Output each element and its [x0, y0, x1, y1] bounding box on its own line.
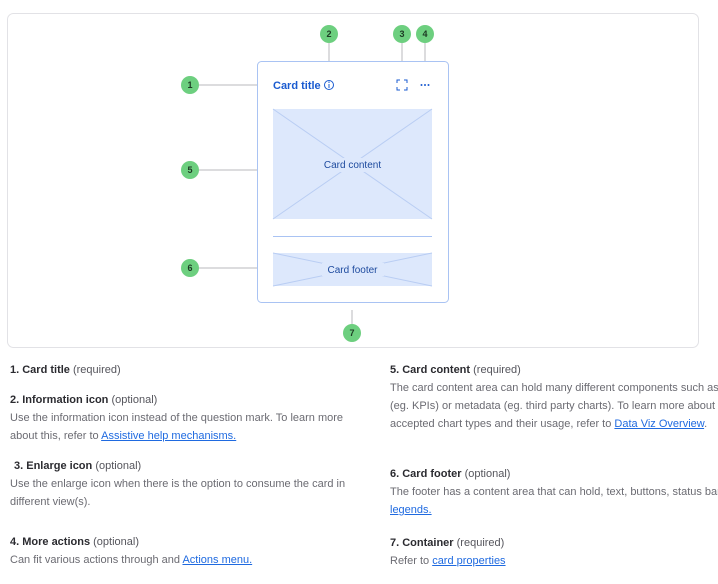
item-description: Refer to card properties	[390, 552, 718, 570]
card-anatomy-diagram: Card title Card content Card footer 1 2 3 4…	[7, 13, 699, 348]
link[interactable]: Data Viz Overview	[614, 418, 705, 430]
description-item: 3. Enlarge icon (optional) Use the enlarg…	[10, 457, 370, 511]
description-text: Refer to	[390, 555, 433, 567]
card-title: Card title	[273, 80, 321, 92]
card-footer-label: Card footer	[327, 265, 378, 276]
description-text: Use the enlarge icon when there is the o…	[10, 478, 346, 508]
svg-text:5: 5	[187, 165, 192, 175]
item-heading: 1. Card title (required)	[10, 361, 370, 379]
svg-text:7: 7	[349, 328, 354, 338]
link[interactable]: Assistive help mechanisms.	[101, 430, 237, 442]
link[interactable]: Actions menu.	[182, 554, 253, 566]
more-actions-icon	[420, 84, 430, 86]
marker-6: 6	[181, 259, 199, 277]
description-item: 7. Container (required)Refer to card pro…	[390, 534, 718, 570]
item-description: Can fit various actions through and Acti…	[10, 551, 370, 569]
item-heading: 5. Card content (required)	[390, 361, 718, 379]
item-title: 1. Card title	[10, 364, 70, 376]
item-heading: 4. More actions (optional)	[10, 533, 370, 551]
description-text: Use the information icon instead of the …	[10, 412, 344, 442]
item-title: 5. Card content	[390, 364, 471, 376]
description-item: 4. More actions (optional)Can fit variou…	[10, 533, 370, 569]
item-description: Use the enlarge icon when there is the o…	[10, 475, 370, 511]
enlarge-icon	[396, 79, 408, 91]
link[interactable]: card properties	[432, 555, 506, 567]
item-heading: 3. Enlarge icon (optional)	[10, 457, 370, 475]
card-footer-area: Card footer	[272, 252, 433, 287]
item-heading: 6. Card footer (optional)	[390, 465, 718, 483]
item-tag: (optional)	[111, 394, 158, 406]
svg-text:2: 2	[326, 29, 331, 39]
description-text: The card content area can hold many diff…	[390, 382, 718, 430]
item-tag: (required)	[72, 364, 121, 376]
item-heading: 2. Information icon (optional)	[10, 391, 370, 409]
item-tag: (required)	[456, 537, 505, 549]
card-content-label: Card content	[324, 160, 381, 171]
marker-5: 5	[181, 161, 199, 179]
item-tag: (optional)	[95, 460, 142, 472]
marker-7: 7	[343, 324, 361, 342]
svg-text:4: 4	[422, 29, 427, 39]
card-content-area: Card content	[272, 108, 433, 220]
marker-1: 1	[181, 76, 199, 94]
description-item: 1. Card title (required)	[10, 361, 370, 379]
description-item: 5. Card content (required) The card conte…	[390, 361, 718, 433]
svg-text:3: 3	[399, 29, 404, 39]
item-description: The card content area can hold many diff…	[390, 379, 718, 433]
marker-4: 4	[416, 25, 434, 43]
item-description: The footer has a content area that can h…	[390, 483, 718, 519]
description-item: 6. Card footer (optional) The footer has …	[390, 465, 718, 519]
item-tag: (required)	[473, 364, 521, 376]
item-tag: (optional)	[464, 468, 511, 480]
description-text: Can fit various actions through and	[10, 554, 183, 566]
marker-3: 3	[393, 25, 411, 43]
item-title: 3. Enlarge icon	[14, 460, 93, 472]
item-title: 7. Container	[390, 537, 454, 549]
item-heading: 7. Container (required)	[390, 534, 718, 552]
svg-text:6: 6	[187, 263, 192, 273]
item-title: 2. Information icon	[10, 394, 109, 406]
item-description: Use the information icon instead of the …	[10, 409, 370, 445]
svg-text:1: 1	[187, 80, 192, 90]
item-tag: (optional)	[93, 536, 139, 548]
link[interactable]: legends.	[390, 504, 432, 516]
info-icon	[324, 80, 334, 90]
item-title: 6. Card footer	[390, 468, 462, 480]
item-title: 4. More actions	[10, 536, 91, 548]
marker-2: 2	[320, 25, 338, 43]
description-text: .	[704, 418, 708, 430]
connector-lines	[199, 43, 426, 324]
description-text: The footer has a content area that can h…	[390, 486, 718, 498]
description-item: 2. Information icon (optional) Use the in…	[10, 391, 370, 445]
